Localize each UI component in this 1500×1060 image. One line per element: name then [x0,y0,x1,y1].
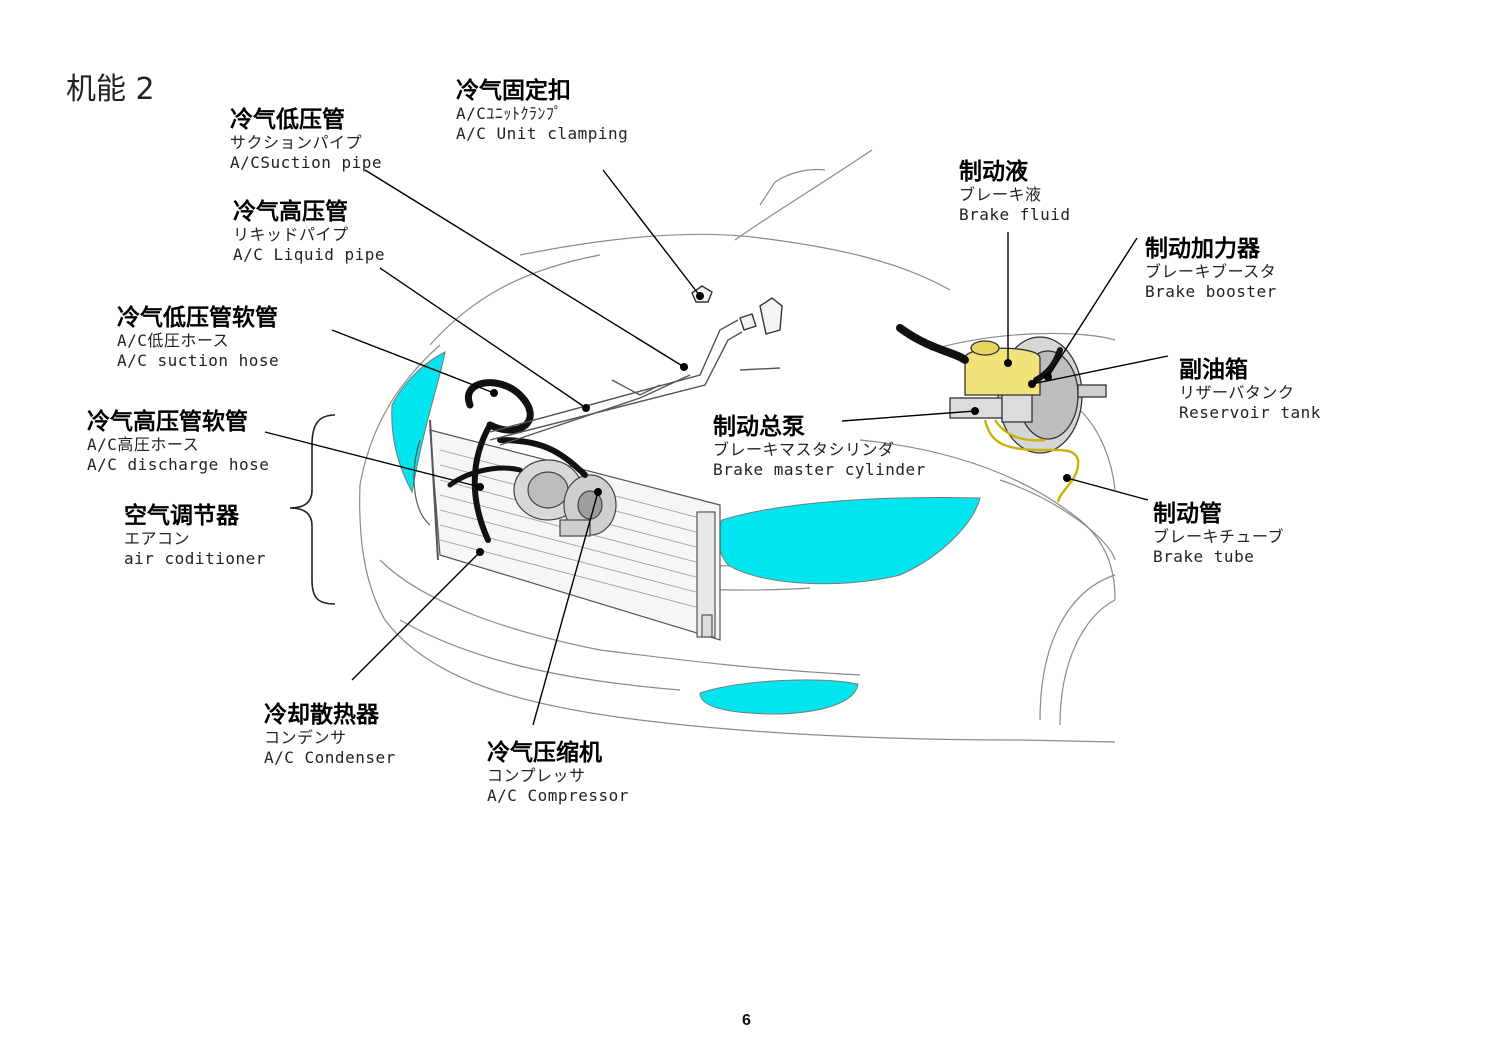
label-ac-suction-hose: 冷气低压管软管 A/C低圧ホース A/C suction hose [117,306,279,373]
brake-tube-art [983,419,1080,503]
label-zh: 制动加力器 [1145,236,1260,262]
label-brake-fluid: 制动液 ブレーキ液 Brake fluid [959,160,1070,227]
label-en: A/C Condenser [264,747,396,767]
label-ac-suction-pipe: 冷气低压管 サクションパイプ A/CSuction pipe [230,108,382,175]
label-en: A/C Liquid pipe [233,244,385,264]
label-en: Brake master cylinder [713,459,926,479]
label-en: A/C Compressor [487,785,629,805]
label-ja: A/C低圧ホース [117,331,230,351]
label-ja: ブレーキ液 [959,185,1042,205]
label-zh: 冷气低压管软管 [117,305,278,331]
label-reservoir-tank: 副油箱 リザーバタンク Reservoir tank [1179,358,1321,425]
ac-clamps-art [691,285,783,335]
label-ac-condenser: 冷却散热器 コンデンサ A/C Condenser [264,703,396,770]
reservoir-tank-art [964,340,1041,396]
label-ja: ブレーキマスタシリンダ [713,440,895,460]
label-en: A/CSuction pipe [230,152,382,172]
label-en: A/C Unit clamping [456,123,629,143]
label-zh: 冷气低压管 [230,107,345,133]
page-title: 机能 2 [66,72,155,107]
left-headlight [391,351,446,494]
label-en: air coditioner [124,548,266,568]
label-en: Brake booster [1145,281,1277,301]
label-ja: サクションパイプ [230,133,363,153]
label-en: Reservoir tank [1179,402,1321,422]
label-ja: A/C高圧ホース [87,435,200,455]
label-en: A/C suction hose [117,350,280,370]
label-brake-master-cylinder: 制动总泵 ブレーキマスタシリンダ Brake master cylinder [713,415,926,482]
label-zh: 冷气固定扣 [456,78,571,104]
label-zh: 制动管 [1153,501,1222,527]
label-en: A/C discharge hose [87,454,270,474]
air-conditioner-brace [289,414,336,605]
label-ja: コンデンサ [264,728,347,748]
brake-hoses-art [896,324,1063,383]
label-ja: リキッドパイプ [233,225,349,245]
label-zh: 副油箱 [1179,357,1248,383]
label-brake-tube: 制动管 ブレーキチューブ Brake tube [1153,502,1284,569]
label-zh: 冷气高压管软管 [87,409,248,435]
label-zh: 冷气压缩机 [487,740,602,766]
label-ja: エアコン [124,529,191,549]
label-en: Brake tube [1153,546,1255,566]
label-zh: 冷气高压管 [233,199,348,225]
label-zh: 冷却散热器 [264,702,379,728]
ac-compressor-art [513,459,617,537]
label-en: Brake fluid [959,204,1071,224]
fog-light [699,679,859,715]
label-ac-unit-clamp: 冷气固定扣 A/Cﾕﾆｯﾄｸﾗﾝﾌﾟ A/C Unit clamping [456,79,628,146]
label-zh: 制动总泵 [713,414,805,440]
label-ja: リザーバタンク [1179,383,1295,403]
label-ac-discharge-hose: 冷气高压管软管 A/C高圧ホース A/C discharge hose [87,410,269,477]
light-highlights [391,351,981,715]
ac-pipes-art [489,319,781,446]
label-air-conditioner: 空气调节器 エアコン air coditioner [124,504,266,571]
label-ac-compressor: 冷气压缩机 コンプレッサ A/C Compressor [487,741,629,808]
leader-lines [264,169,1169,726]
label-ja: コンプレッサ [487,766,586,786]
label-ja: A/Cﾕﾆｯﾄｸﾗﾝﾌﾟ [456,104,563,124]
label-ja: ブレーキブースタ [1145,262,1277,282]
label-zh: 空气调节器 [124,503,239,529]
label-ja: ブレーキチューブ [1153,527,1285,547]
label-zh: 制动液 [959,159,1028,185]
leader-dots [476,292,1071,556]
right-headlight [717,496,981,585]
label-ac-liquid-pipe: 冷气高压管 リキッドパイプ A/C Liquid pipe [233,200,385,267]
page-number: 6 [742,1012,751,1029]
label-brake-booster: 制动加力器 ブレーキブースタ Brake booster [1145,237,1277,304]
